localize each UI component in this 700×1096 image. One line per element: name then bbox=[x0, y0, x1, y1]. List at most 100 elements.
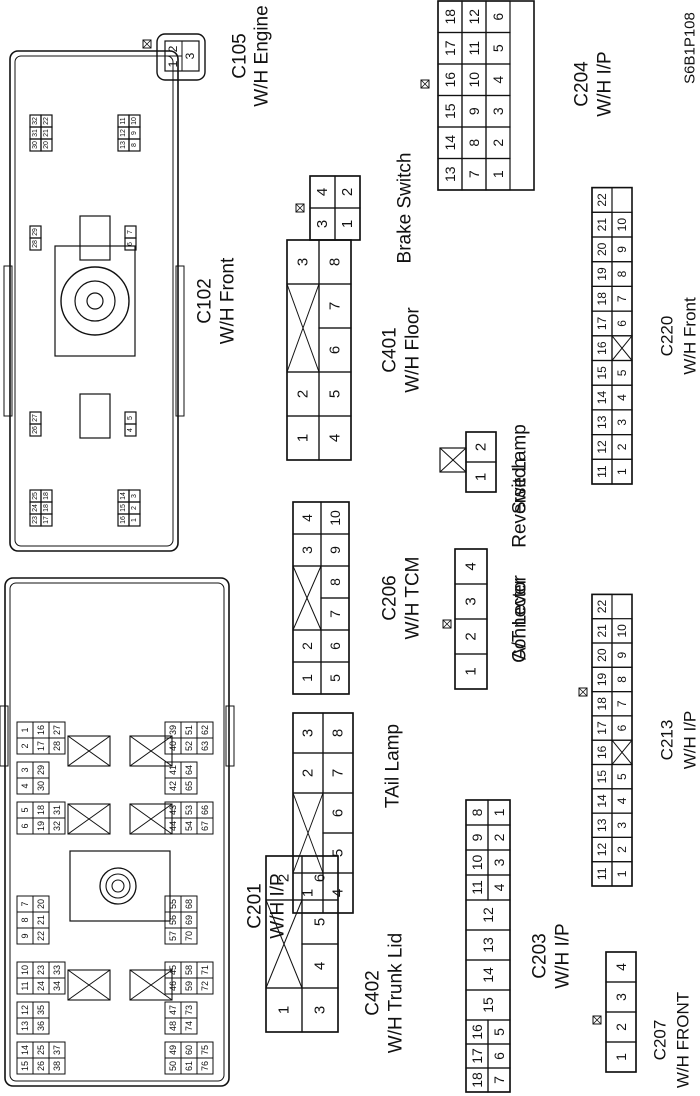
pin-number: 64 bbox=[184, 765, 194, 775]
pin-cell bbox=[180, 1001, 198, 1019]
pin-number: 16 bbox=[469, 1024, 485, 1040]
cavity-cross bbox=[611, 739, 633, 765]
pin-number: 10 bbox=[466, 72, 482, 88]
pin-number: 9 bbox=[327, 546, 343, 554]
pin-number: 3 bbox=[490, 107, 506, 115]
cavity-cross bbox=[129, 735, 173, 767]
pin-number: 15 bbox=[595, 770, 609, 784]
pin-number: 12 bbox=[480, 907, 496, 923]
pin-number: 6 bbox=[615, 320, 629, 327]
pin-number: 13 bbox=[595, 818, 609, 832]
pin-number: 3 bbox=[491, 858, 507, 866]
pin-number: 24 bbox=[32, 504, 39, 512]
pin-number: 5 bbox=[20, 807, 30, 812]
pin-number: 4 bbox=[20, 783, 30, 788]
connector-housing-inner bbox=[14, 55, 174, 547]
pin-number: 4 bbox=[314, 188, 331, 196]
pin-cell bbox=[128, 489, 141, 503]
pin-number: 16 bbox=[36, 725, 46, 735]
pin-number: 14 bbox=[595, 391, 609, 405]
pin-number: 39 bbox=[168, 725, 178, 735]
pin-number: 2 bbox=[339, 188, 356, 196]
pin-number: 28 bbox=[52, 741, 62, 751]
pin-number: 2 bbox=[613, 1023, 629, 1031]
pin-number: 6 bbox=[330, 809, 347, 817]
pin-number: 3 bbox=[131, 494, 138, 498]
pin-number: 28 bbox=[32, 240, 39, 248]
pin-number: 25 bbox=[32, 492, 39, 500]
pin-number: 12 bbox=[20, 1005, 30, 1015]
pin-number: 13 bbox=[120, 141, 127, 149]
pin-number: 8 bbox=[20, 917, 30, 922]
pin-number: 4 bbox=[613, 963, 629, 971]
pin-number: 17 bbox=[595, 721, 609, 735]
connector-name: C207 bbox=[651, 1020, 670, 1061]
connector-outline bbox=[292, 501, 350, 695]
pin-number: 55 bbox=[168, 899, 178, 909]
connector-name: C102 bbox=[195, 278, 216, 323]
connector-c102: 2324251718181615141232627452829673031322… bbox=[3, 50, 239, 552]
pin-number: 1 bbox=[473, 473, 490, 481]
pin-number: 63 bbox=[200, 741, 210, 751]
pin-number: 17 bbox=[43, 516, 50, 524]
pin-number: 2 bbox=[276, 874, 293, 882]
pin-cell bbox=[48, 721, 66, 739]
cavity-cross bbox=[292, 792, 324, 874]
pin-number: 15 bbox=[120, 504, 127, 512]
guide-slot bbox=[129, 735, 173, 767]
pin-cell bbox=[180, 895, 198, 913]
pin-cell bbox=[180, 761, 198, 779]
connector-description: W/H Front bbox=[218, 257, 239, 344]
pin-number: 32 bbox=[52, 821, 62, 831]
cavity-cross bbox=[67, 969, 111, 1001]
pin-number: 7 bbox=[615, 295, 629, 302]
pin-number: 1 bbox=[613, 1053, 629, 1061]
connector-description-2: Switch bbox=[510, 458, 531, 514]
pin-number: 5 bbox=[491, 1028, 507, 1036]
pin-number: 24 bbox=[36, 981, 46, 991]
pin-number: 8 bbox=[466, 139, 482, 147]
connector-outline bbox=[591, 186, 633, 485]
pin-number: 31 bbox=[52, 805, 62, 815]
pin-number: 9 bbox=[469, 833, 485, 841]
pin-number: 8 bbox=[469, 808, 485, 816]
pin-number: 16 bbox=[595, 745, 609, 759]
connector-description-2: Connector bbox=[510, 575, 531, 663]
pin-number: 1 bbox=[20, 727, 30, 732]
pin-number: 14 bbox=[120, 492, 127, 500]
pin-number: 3 bbox=[295, 258, 312, 266]
latch-icon-stroke bbox=[420, 79, 430, 89]
pin-number: 61 bbox=[184, 1061, 194, 1071]
pin-number: 22 bbox=[595, 600, 609, 614]
pin-number: 7 bbox=[466, 170, 482, 178]
connector-name: C203 bbox=[530, 933, 551, 978]
pin-cell bbox=[32, 1001, 50, 1019]
pin-number: 51 bbox=[184, 725, 194, 735]
pin-number: 6 bbox=[312, 874, 329, 882]
pin-number: 20 bbox=[36, 899, 46, 909]
pin-number: 1 bbox=[131, 518, 138, 522]
connector-description: Reverse Lamp bbox=[510, 424, 531, 548]
pin-number: 8 bbox=[330, 729, 347, 737]
latch-icon bbox=[295, 203, 305, 213]
pin-number: 11 bbox=[595, 465, 609, 478]
pin-number: 3 bbox=[312, 1006, 329, 1014]
pin-number: 27 bbox=[32, 414, 39, 422]
pin-number: 15 bbox=[20, 1061, 30, 1071]
pin-number: 2 bbox=[131, 506, 138, 510]
pin-number: 50 bbox=[168, 1061, 178, 1071]
pin-number: 2 bbox=[300, 769, 317, 777]
pin-number: 6 bbox=[327, 346, 344, 354]
pin-number: 76 bbox=[200, 1061, 210, 1071]
pin-cell bbox=[196, 721, 214, 739]
pin-number: 1 bbox=[295, 434, 312, 442]
pin-number: 1 bbox=[300, 889, 317, 897]
pin-number: 71 bbox=[200, 965, 210, 975]
pin-number: 3 bbox=[300, 729, 317, 737]
pin-number: 2 bbox=[491, 833, 507, 841]
pin-number: 22 bbox=[43, 117, 50, 125]
